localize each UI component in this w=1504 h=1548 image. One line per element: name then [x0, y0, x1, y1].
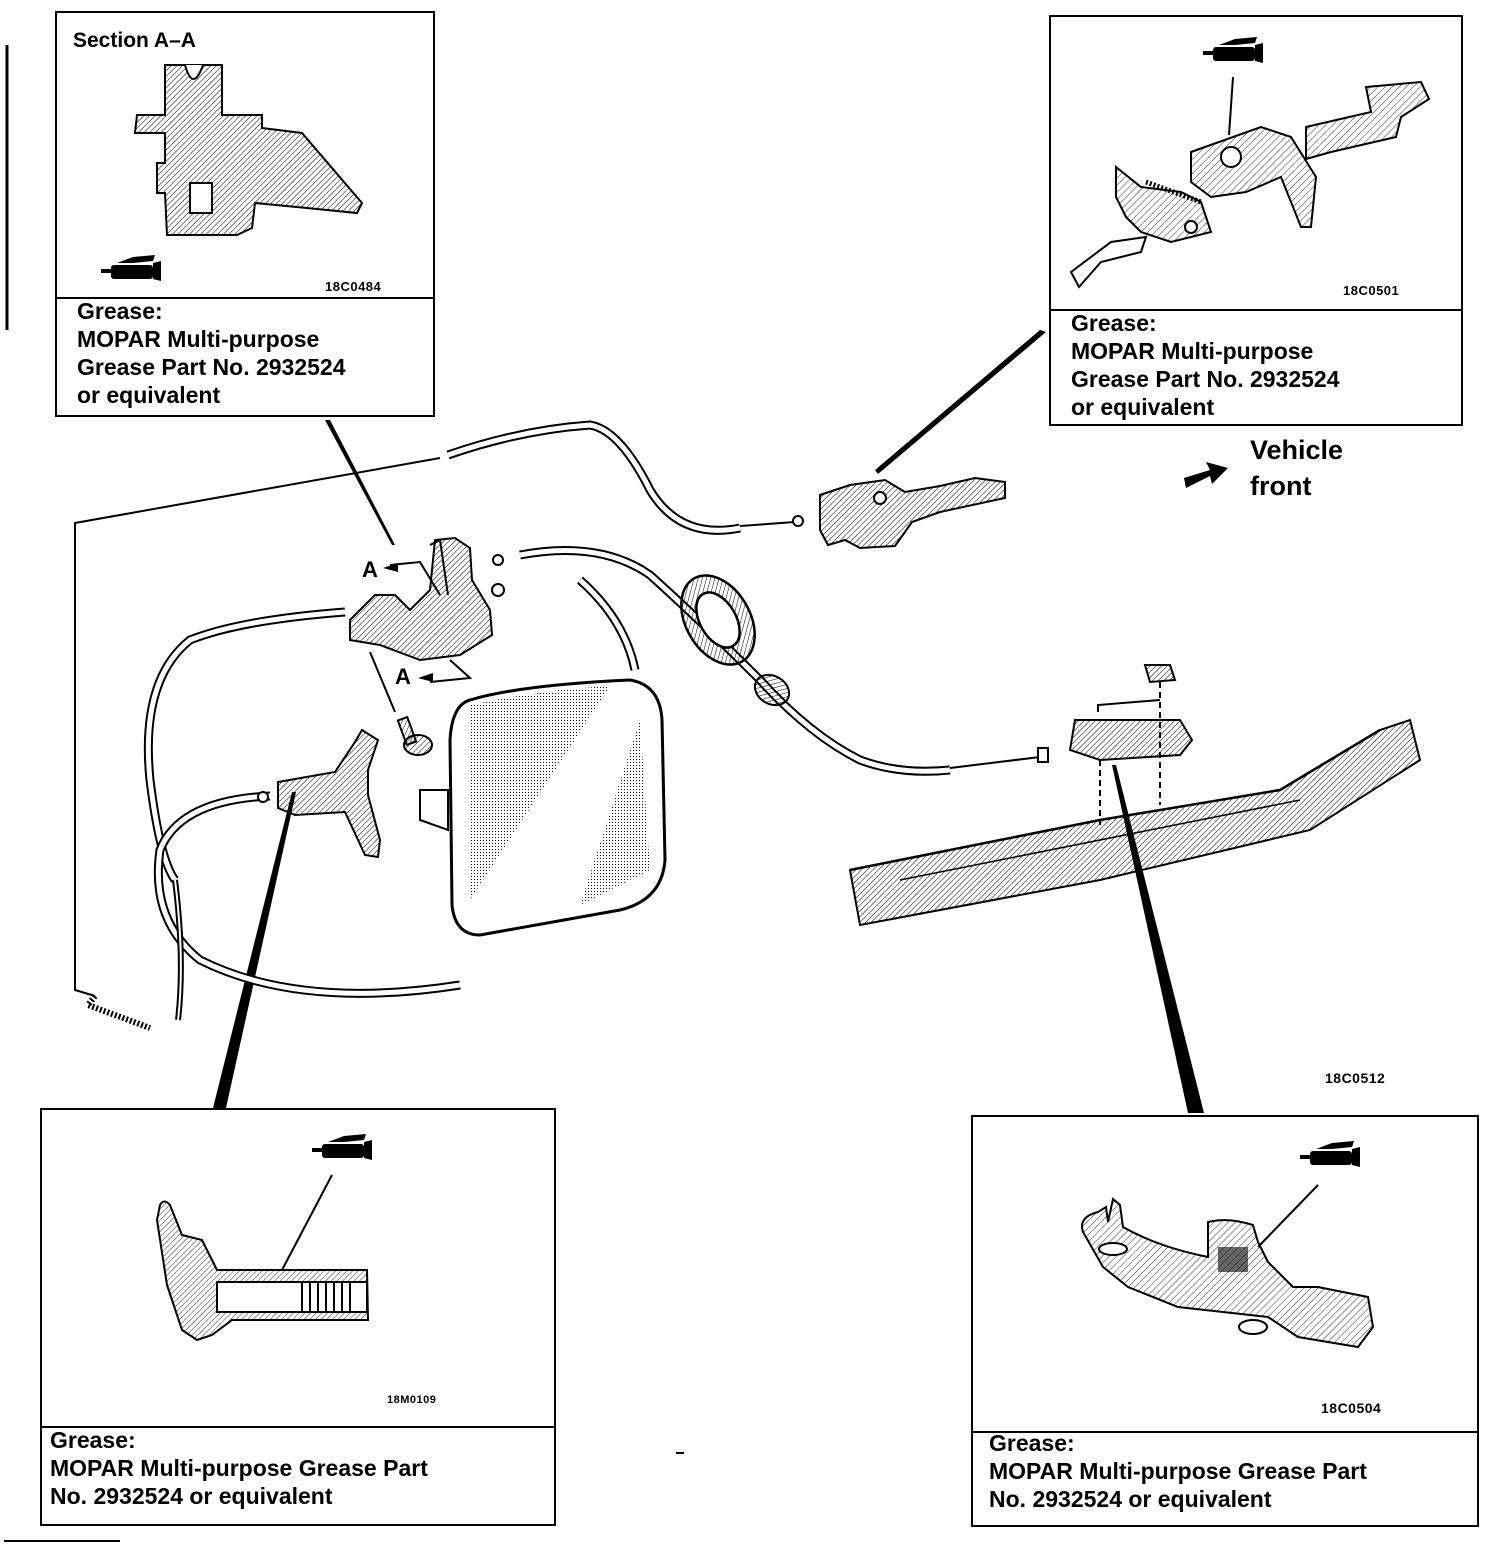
callout-floor-bracket: 18C0504 Grease: MOPAR Multi-purpose Grea…	[971, 1115, 1479, 1527]
note-line: Grease:	[1071, 310, 1157, 336]
upper-cable	[446, 420, 804, 535]
note-line: MOPAR Multi-purpose Grease Part	[50, 1455, 428, 1481]
callout-note: Grease: MOPAR Multi-purpose Grease Part …	[57, 295, 433, 415]
note-line: No. 2932524 or equivalent	[989, 1486, 1272, 1512]
note-line: MOPAR Multi-purpose	[1071, 338, 1314, 364]
main-figure-code: 18C0512	[1325, 1070, 1386, 1086]
leader-lock-cylinder	[213, 792, 296, 1108]
bolt-part	[396, 715, 433, 756]
callout-note: Grease: MOPAR Multi-purpose Grease Part …	[42, 1424, 554, 1524]
callout-figure-code: 18C0501	[1343, 283, 1400, 298]
latch-assembly	[349, 536, 494, 662]
body-panel-outline	[74, 457, 441, 1031]
grease-gun-icon	[312, 1134, 372, 1160]
leader-section-a	[325, 420, 395, 545]
callout-note: Grease: MOPAR Multi-purpose Grease Part …	[1051, 307, 1461, 424]
arrow-icon	[1184, 462, 1228, 488]
section-marker-lines	[369, 560, 473, 713]
grease-gun-icon	[1203, 37, 1263, 63]
floor-rail	[848, 718, 1422, 927]
note-line: Grease Part No. 2932524	[77, 354, 346, 380]
floor-bracket-part	[1068, 664, 1194, 825]
lever-illustration	[1069, 76, 1431, 289]
note-line: or equivalent	[77, 382, 221, 408]
grease-gun-icon	[1300, 1141, 1360, 1167]
callout-figure-code: 18C0504	[1321, 1400, 1382, 1416]
latch-cables	[143, 546, 1049, 1021]
callout-lock-cylinder: 18M0109 Grease: MOPAR Multi-purpose Grea…	[40, 1108, 556, 1526]
note-line: MOPAR Multi-purpose	[77, 326, 320, 352]
vehicle-front-line1: Vehicle	[1250, 435, 1344, 465]
section-arrows	[383, 563, 433, 682]
callout-lever-assembly: 18C0501 Grease: MOPAR Multi-purpose Grea…	[1049, 15, 1463, 426]
vehicle-front-line2: front	[1250, 471, 1312, 501]
section-marker-lower: A	[395, 664, 411, 689]
cable-grommet	[680, 574, 756, 666]
callout-note: Grease: MOPAR Multi-purpose Grease Part …	[973, 1427, 1477, 1525]
callout-figure-code: 18C0484	[325, 279, 382, 294]
callout-figure-code: 18M0109	[387, 1394, 437, 1406]
note-line: Grease:	[50, 1427, 136, 1453]
section-view-illustration	[133, 64, 364, 236]
section-title: Section A–A	[73, 29, 196, 52]
callout-figure: 18C0501	[1051, 17, 1461, 311]
vehicle-front-label: Vehicle front	[1250, 432, 1343, 504]
release-lever-part	[819, 476, 1006, 550]
leader-lines	[213, 330, 1204, 1113]
floor-bracket-illustration	[1081, 1184, 1375, 1349]
callout-figure: Section A–A 18C0484	[57, 13, 433, 299]
lock-cylinder-part	[277, 728, 382, 859]
note-line: Grease:	[77, 298, 163, 324]
section-marker-upper: A	[362, 557, 378, 582]
note-line: or equivalent	[1071, 394, 1215, 420]
note-line: MOPAR Multi-purpose Grease Part	[989, 1458, 1367, 1484]
callout-figure: 18M0109	[42, 1110, 554, 1428]
leader-lever	[875, 330, 1046, 474]
cable-clip	[753, 673, 791, 707]
fuel-filler-door	[419, 678, 667, 937]
note-line: Grease:	[989, 1430, 1075, 1456]
note-line: Grease Part No. 2932524	[1071, 366, 1340, 392]
note-line: No. 2932524 or equivalent	[50, 1483, 333, 1509]
callout-figure: 18C0504	[973, 1117, 1477, 1433]
callout-section-a-a: Section A–A 18C0484 Grease: MOPAR Multi-…	[55, 11, 435, 417]
grease-gun-icon	[101, 255, 161, 281]
lock-cylinder-illustration	[155, 1174, 370, 1342]
